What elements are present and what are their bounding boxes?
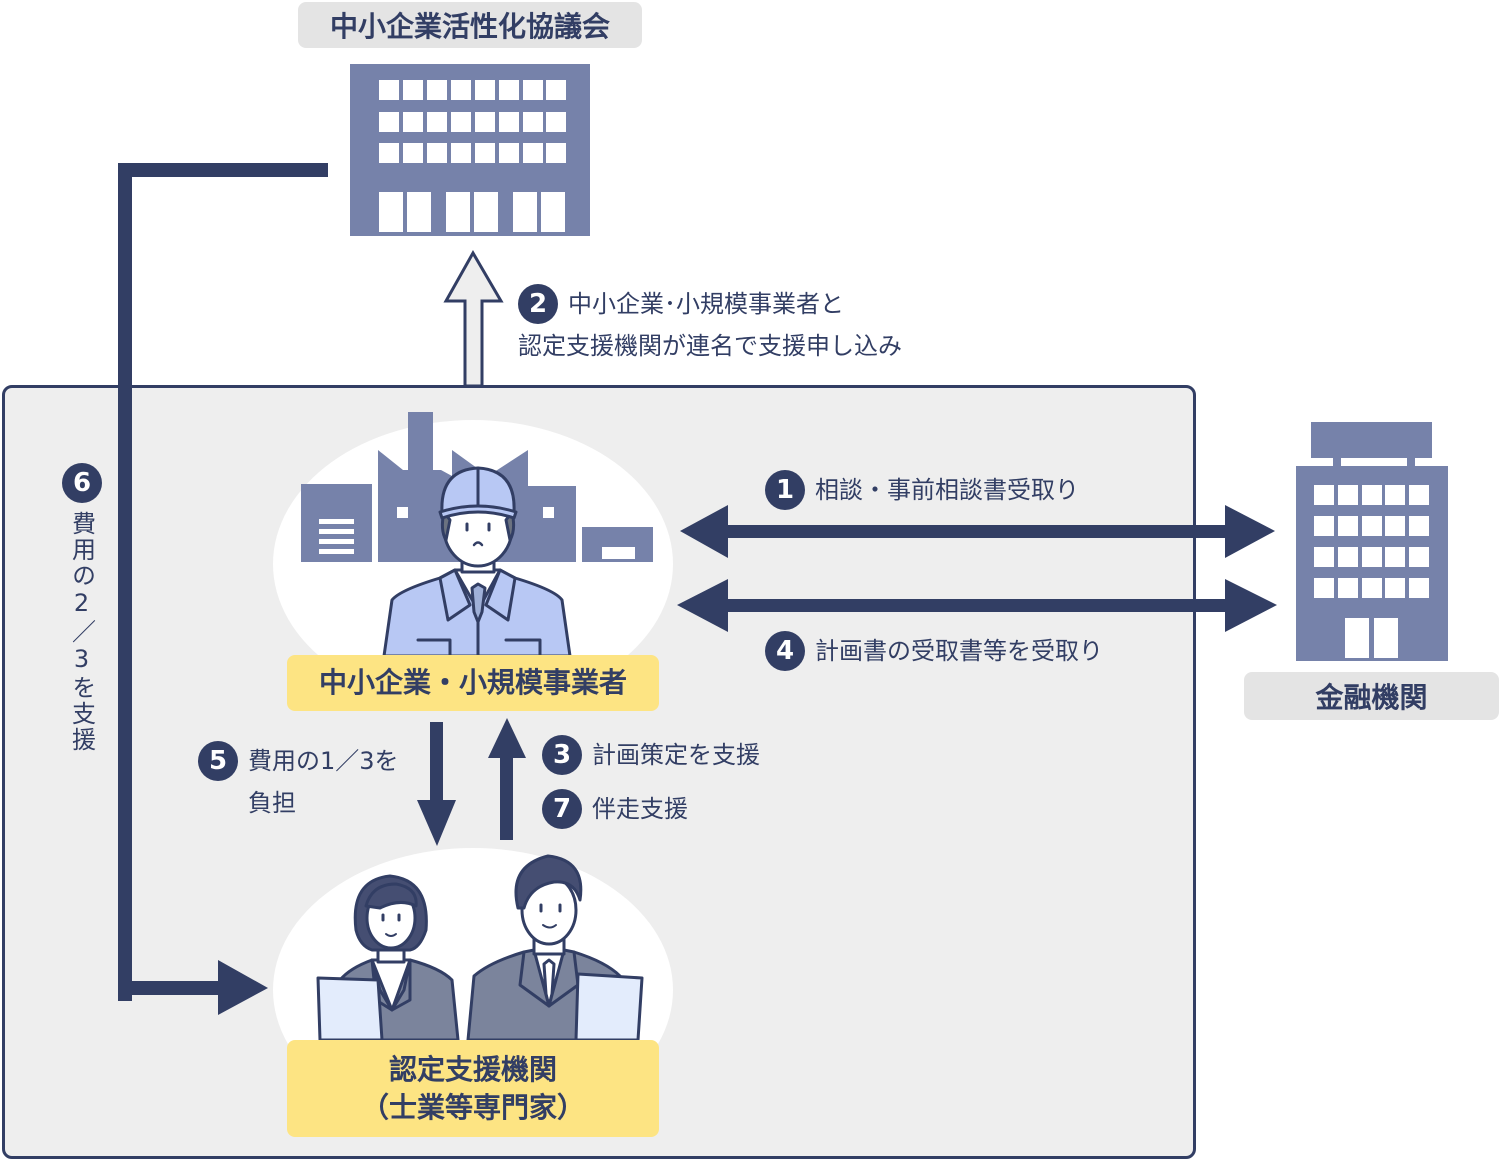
factory-windows <box>319 507 635 559</box>
bank-label-text: 金融機関 <box>1315 681 1428 714</box>
step-5-text-line1: 費用の1／3を <box>248 747 399 775</box>
step-5-label: 5 費用の1／3を 負担 <box>198 740 399 824</box>
step-4-text: 計画書の受取書等を受取り <box>815 637 1103 665</box>
step-7-label: 7 伴走支援 <box>542 788 688 830</box>
step-4-label: 4 計画書の受取書等を受取り <box>765 630 1103 672</box>
council-label-text: 中小企業活性化協議会 <box>329 10 610 43</box>
step-1-text: 相談・事前相談書受取り <box>815 476 1079 504</box>
step-2-text-line1: 中小企業･小規模事業者と <box>568 290 844 318</box>
step-1-badge: 1 <box>765 470 805 510</box>
step-4-badge: 4 <box>765 631 805 671</box>
council-building-icon <box>350 64 590 236</box>
step-2-badge: 2 <box>518 284 558 324</box>
step-7-text: 伴走支援 <box>592 795 688 823</box>
step-5-text-line2: 負担 <box>248 789 296 817</box>
consultant-man-figure <box>466 854 644 1042</box>
step-2-text-line2: 認定支援機関が連名で支援申し込み <box>518 332 902 360</box>
arrow-1-consultation <box>680 505 1275 558</box>
arrow-6-cost-support <box>118 163 328 1015</box>
sme-label: 中小企業・小規模事業者 <box>287 655 659 711</box>
consultant-woman-figure <box>316 874 460 1042</box>
arrow-4-receipt <box>677 579 1277 632</box>
support-org-label-line2: （士業等専門家） <box>360 1090 585 1124</box>
step-6-text: 費用の2／3を支援 <box>67 511 96 753</box>
arrow-5-cost-burden <box>417 722 456 846</box>
step-2-label: 2 中小企業･小規模事業者と 認定支援機関が連名で支援申し込み <box>518 283 902 367</box>
worker-figure <box>382 466 572 658</box>
bank-building-icon <box>1296 422 1448 661</box>
bank-label: 金融機関 <box>1244 672 1499 720</box>
step-1-label: 1 相談・事前相談書受取り <box>765 469 1079 511</box>
council-label: 中小企業活性化協議会 <box>298 2 642 48</box>
step-3-label: 3 計画策定を支援 <box>542 734 760 776</box>
step-6-label: 6 費用の2／3を支援 <box>56 462 108 753</box>
sme-label-text: 中小企業・小規模事業者 <box>318 666 627 700</box>
step-6-badge: 6 <box>62 463 102 503</box>
arrow-3-7-support <box>488 718 526 840</box>
support-org-label-line1: 認定支援機関 <box>388 1052 557 1086</box>
support-org-label: 認定支援機関 （士業等専門家） <box>287 1040 659 1137</box>
step-5-badge: 5 <box>198 741 238 781</box>
step-3-text: 計画策定を支援 <box>592 741 760 769</box>
step-3-badge: 3 <box>542 735 582 775</box>
arrow-2-application <box>443 249 504 388</box>
step-7-badge: 7 <box>542 789 582 829</box>
